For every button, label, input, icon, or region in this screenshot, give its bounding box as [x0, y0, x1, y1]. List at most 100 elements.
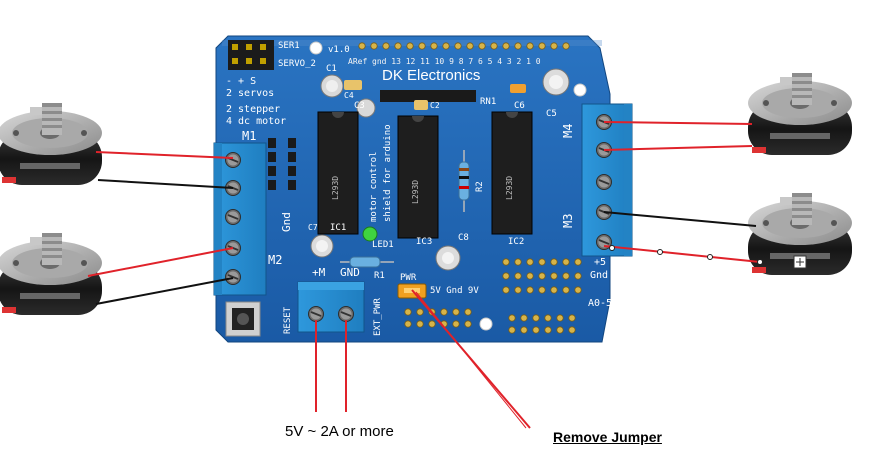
ser1-label: SER1: [278, 41, 300, 51]
resistor-r2: [458, 150, 470, 212]
r1-label: R1: [374, 271, 385, 281]
servo2-label: SERVO_2: [278, 59, 316, 69]
led1-light: [362, 226, 378, 242]
gnd-bottom-label: GND: [340, 266, 360, 279]
header-pin: [550, 42, 558, 50]
wire-m4-red-2: [603, 145, 753, 151]
mounting-hole-top: [309, 41, 323, 55]
chip-ic2: [491, 111, 533, 235]
header-pin: [404, 320, 412, 328]
ic1-label: IC1: [330, 223, 346, 233]
m1-label: M1: [242, 129, 256, 143]
header-pin: [514, 286, 522, 294]
r2-label: R2: [475, 181, 485, 192]
header-pin: [562, 258, 570, 266]
m4-label: M4: [561, 124, 575, 138]
header-pin: [568, 326, 576, 334]
wire-jumper-arrow: [411, 289, 531, 429]
chip-ic3: [397, 115, 439, 239]
header-pin: [416, 308, 424, 316]
power-supply-caption: 5V ~ 2A or more: [285, 423, 394, 440]
remove-jumper-caption: Remove Jumper: [553, 429, 662, 445]
ic3-label: IC3: [416, 237, 432, 247]
header-pin: [538, 286, 546, 294]
rn1-label: RN1: [480, 97, 496, 107]
header-pin: [556, 314, 564, 322]
c5-label: C5: [546, 109, 557, 119]
wire-jumper-arrow-2: [415, 291, 527, 429]
header-pin: [440, 308, 448, 316]
header-pin: [574, 286, 582, 294]
mounting-hole-right: [573, 83, 587, 97]
capacitor-c7: [310, 234, 334, 258]
header-pin: [416, 320, 424, 328]
header-pin: [382, 42, 390, 50]
header-pin: [544, 314, 552, 322]
header-pin: [502, 272, 510, 280]
header-pin: [394, 42, 402, 50]
a0-5-label: A0-5: [588, 298, 612, 309]
wire-m1-red: [95, 151, 234, 159]
digital-header: [358, 42, 570, 50]
header-pin: [452, 320, 460, 328]
digital-pin-labels: gnd 13 12 11 10 9 8 7 6 5 4 3 2 1 0: [372, 57, 541, 66]
header-pin: [406, 42, 414, 50]
m3-label: M3: [561, 214, 575, 228]
capacitor-c2: [414, 100, 428, 110]
servo-note-3: 2 stepper: [226, 104, 280, 115]
wire-m2-red: [87, 247, 234, 277]
c4-label: C4: [344, 91, 354, 100]
header-pin: [526, 42, 534, 50]
c1-label: C1: [326, 64, 337, 74]
header-pin: [532, 326, 540, 334]
header-pin: [428, 320, 436, 328]
servo-note-4: 4 dc motor: [226, 116, 286, 127]
c6-label: C6: [514, 101, 525, 111]
header-pin: [556, 326, 564, 334]
c8-label: C8: [458, 233, 469, 243]
header-pin: [430, 42, 438, 50]
header-pin: [466, 42, 474, 50]
capacitor-c4: [344, 80, 362, 90]
header-pin: [550, 258, 558, 266]
header-pin: [520, 314, 528, 322]
c3-label: C3: [354, 101, 365, 111]
wires: [87, 121, 761, 429]
header-pin: [478, 42, 486, 50]
header-pin: [538, 42, 546, 50]
header-pin: [514, 258, 522, 266]
servo-note-1: - + S: [226, 76, 256, 87]
move-handle-icon: [793, 255, 807, 269]
header-pin: [574, 258, 582, 266]
header-pin: [514, 272, 522, 280]
servo-note-2: 2 servos: [226, 88, 274, 99]
ic2-label: IC2: [508, 237, 524, 247]
wire-m1-black: [97, 179, 234, 189]
reset-label: RESET: [283, 306, 293, 334]
header-pin: [550, 286, 558, 294]
header-pin: [562, 286, 570, 294]
header-pin: [464, 320, 472, 328]
aref-label: ARef: [348, 57, 367, 66]
plus-m-label: +M: [312, 266, 326, 279]
chip-ic3-marking: L293D: [411, 180, 420, 204]
servo-headers: [228, 40, 274, 70]
header-pin: [538, 272, 546, 280]
ext-power-terminal: [297, 281, 365, 333]
reset-button[interactable]: [225, 301, 261, 337]
header-pin: [442, 42, 450, 50]
header-pin: [454, 42, 462, 50]
chip-ic2-marking: L293D: [505, 176, 514, 200]
motor-left-bottom: [0, 233, 102, 315]
brand-label: DK Electronics: [382, 67, 480, 84]
wire-m3-black: [603, 211, 757, 227]
capacitor-c8: [435, 245, 461, 271]
capacitor-c1: [320, 74, 344, 98]
led1-label: LED1: [372, 240, 394, 250]
header-pin: [526, 286, 534, 294]
header-pin: [538, 258, 546, 266]
plus5-label: +5: [594, 257, 606, 268]
m1-header-pins: [268, 138, 296, 190]
motor-right-top: [748, 73, 852, 155]
